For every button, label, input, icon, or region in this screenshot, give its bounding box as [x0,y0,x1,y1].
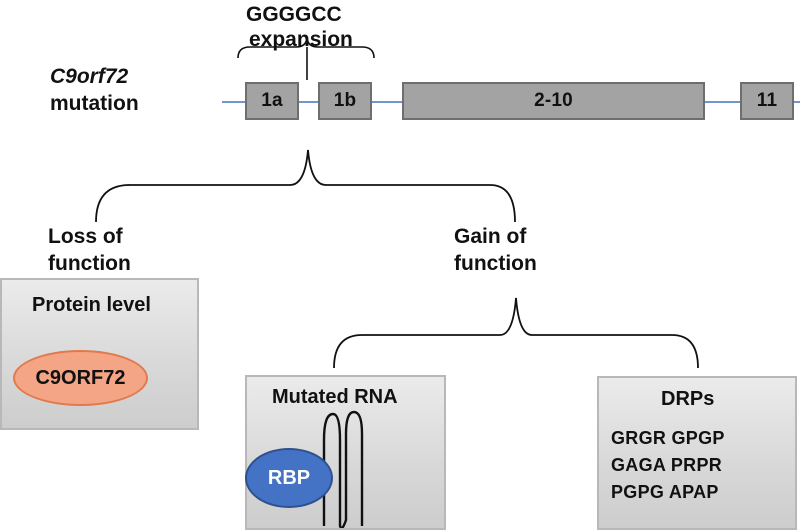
main-branch-brace [95,149,516,223]
exon-1a: 1a [245,82,299,120]
gene-name: C9orf72 [50,65,129,88]
expansion-brace [237,37,375,59]
drp-line-1: GRGR GPGP [611,428,725,448]
expansion-label-line2: expansion [249,28,353,51]
mutation-label: mutation [50,92,139,115]
loss-of-function-line1: Loss of [48,225,123,248]
exon-11: 11 [740,82,794,120]
drps-panel: DRPs [597,376,797,530]
loss-of-function-line2: function [48,252,131,275]
drp-line-2: GAGA PRPR [611,455,723,475]
mutated-rna-title: Mutated RNA [272,386,398,408]
drp-line-3: PGPG APAP [611,482,719,502]
gain-of-function-line2: function [454,252,537,275]
expansion-label-line1: GGGGCC [246,3,342,26]
rna-hairpin-icon [322,410,364,528]
gain-of-function-line1: Gain of [454,225,527,248]
c9orf72-protein: C9ORF72 [13,350,148,406]
drps-title: DRPs [661,388,715,410]
protein-level-title: Protein level [32,294,151,316]
gain-branch-brace [333,297,699,369]
exon-2-10: 2-10 [402,82,705,120]
exon-1b: 1b [318,82,372,120]
rbp-protein: RBP [245,448,333,508]
